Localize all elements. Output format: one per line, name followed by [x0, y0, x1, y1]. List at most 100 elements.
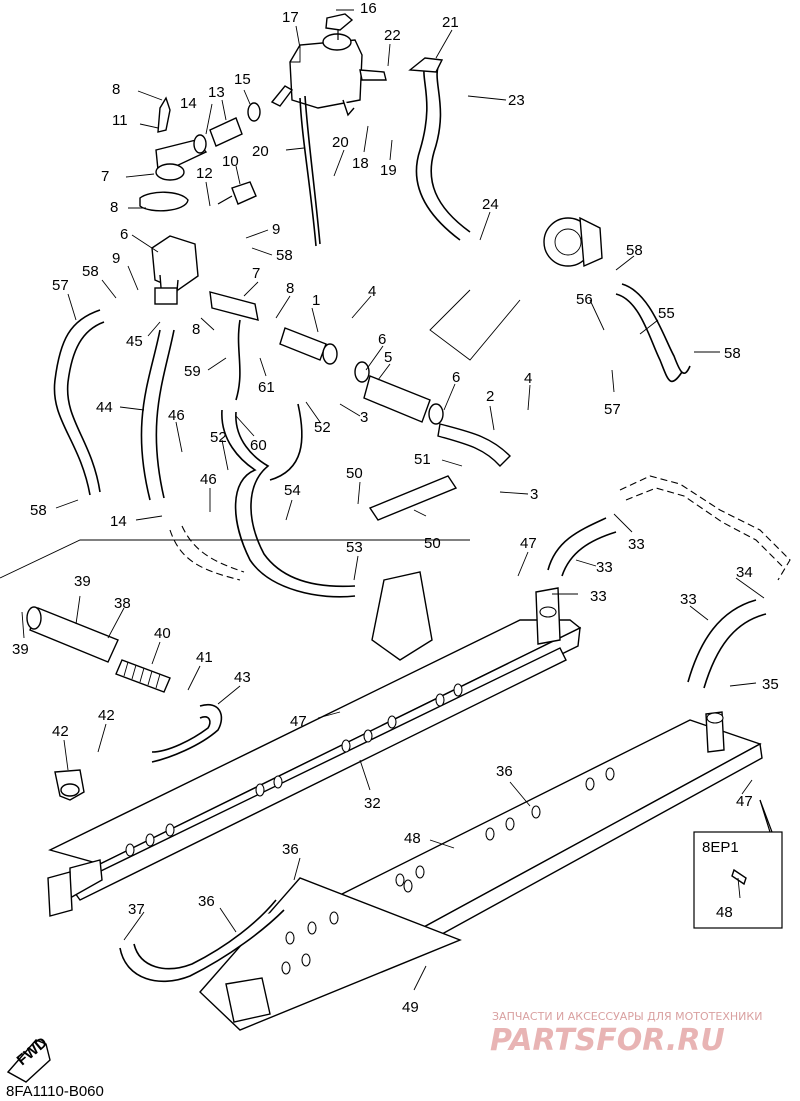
- callout-label: 47: [290, 713, 307, 730]
- callout-label: 42: [98, 707, 115, 724]
- callout-label: 5: [384, 349, 392, 366]
- hose-41: [151, 703, 223, 763]
- callout-label: 52: [314, 419, 331, 436]
- callout-label: 37: [128, 901, 145, 918]
- callout-label: 46: [168, 407, 185, 424]
- small-hose-19: [193, 102, 261, 154]
- callout-label: 40: [154, 625, 171, 642]
- callout-label: 46: [200, 471, 217, 488]
- hose-25: [299, 95, 321, 247]
- hose-1: [279, 327, 338, 365]
- callout-label: 1: [312, 292, 320, 309]
- callout-label: 52: [210, 429, 227, 446]
- dashed-outlines: [0, 289, 791, 581]
- callout-label: 3: [360, 409, 368, 426]
- pipe-2: [437, 423, 511, 468]
- callout-label: 14: [180, 95, 197, 112]
- callout-label: 15: [234, 71, 251, 88]
- callout-label: 50: [346, 465, 363, 482]
- hose-32-lower: [687, 599, 767, 689]
- hose-51: [221, 409, 356, 598]
- callout-label: 23: [508, 92, 525, 109]
- callout-label: 17: [282, 9, 299, 26]
- sensor-15: [217, 181, 257, 205]
- callout-label: 19: [380, 162, 397, 179]
- thermostat-housing: [139, 96, 208, 305]
- radiator-31: [47, 571, 582, 917]
- callout-label: 10: [222, 153, 239, 170]
- callout-label: 47: [520, 535, 537, 552]
- callout-label: 57: [604, 401, 621, 418]
- variant-box-label: 8EP1: [702, 839, 739, 856]
- callout-label: 2: [486, 388, 494, 405]
- callout-label: 45: [126, 333, 143, 350]
- callout-label: 39: [74, 573, 91, 590]
- reservoir-tank: [270, 13, 387, 117]
- callout-label: 55: [658, 305, 675, 322]
- radiator-31-holes: [125, 683, 463, 857]
- callout-label: 21: [442, 14, 459, 31]
- water-pump: [543, 216, 603, 268]
- watermark-logo: PARTSFOR.RU: [490, 1023, 725, 1058]
- pipe-5: [354, 361, 444, 425]
- callout-label: 51: [414, 451, 431, 468]
- callout-label: 12: [196, 165, 213, 182]
- hose-54: [615, 283, 691, 383]
- callout-label: 43: [234, 669, 251, 686]
- callout-label: 9: [112, 250, 120, 267]
- callout-label: 36: [282, 841, 299, 858]
- callout-label: 58: [30, 502, 47, 519]
- elbow-42: [54, 769, 85, 801]
- callout-label: 6: [378, 331, 386, 348]
- callout-label: 49: [402, 999, 419, 1016]
- watermark-tagline: ЗАПЧАСТИ И АКСЕССУАРЫ ДЛЯ МОТОТЕХНИКИ: [492, 1010, 762, 1023]
- callout-label: 14: [110, 513, 127, 530]
- hose-27: [408, 57, 471, 241]
- callout-label: 20: [252, 143, 269, 160]
- callout-label: 33: [596, 559, 613, 576]
- callout-label: 38: [114, 595, 131, 612]
- hose-57-44: [53, 309, 105, 496]
- callout-label: 3: [530, 486, 538, 503]
- callout-label: 36: [496, 763, 513, 780]
- callout-label: 32: [364, 795, 381, 812]
- callout-label: 58: [82, 263, 99, 280]
- callout-label: 24: [482, 196, 499, 213]
- callout-label: 4: [368, 283, 376, 300]
- callout-label: 7: [252, 265, 260, 282]
- callout-label: 8: [286, 280, 294, 297]
- callout-label: 42: [52, 723, 69, 740]
- spring-38: [115, 659, 171, 693]
- leader-lines: [21, 9, 765, 991]
- callout-label: 58: [724, 345, 741, 362]
- pipe-7-8: [209, 291, 259, 401]
- callout-label: 6: [120, 226, 128, 243]
- callout-label: 6: [452, 369, 460, 386]
- callout-label: 48: [404, 830, 421, 847]
- callout-label: 20: [332, 134, 349, 151]
- callout-label: 33: [590, 588, 607, 605]
- callout-label: 54: [284, 482, 301, 499]
- drawing-code: 8FA1110-B060: [6, 1083, 104, 1100]
- radiator-34-holes: [395, 767, 615, 887]
- hose-35: [119, 899, 285, 983]
- callout-label: 22: [384, 27, 401, 44]
- callout-label: 8: [112, 81, 120, 98]
- callout-label: 18: [352, 155, 369, 172]
- bottom-radiator: [199, 877, 462, 1031]
- variant-box-8ep1: 8EP1: [693, 799, 783, 929]
- callout-label: 33: [628, 536, 645, 553]
- callout-label: 13: [208, 84, 225, 101]
- callout-label: 56: [576, 291, 593, 308]
- callout-label: 11: [112, 112, 128, 129]
- hose-44-long: [140, 329, 175, 501]
- callout-label: 58: [276, 247, 293, 264]
- callout-label: 61: [258, 379, 275, 396]
- callout-label: 48: [716, 904, 733, 921]
- callout-label: 35: [762, 676, 779, 693]
- callout-label: 41: [196, 649, 213, 666]
- hose-32-upper: [547, 517, 617, 577]
- callout-label: 47: [736, 793, 753, 810]
- callout-label: 16: [360, 0, 377, 17]
